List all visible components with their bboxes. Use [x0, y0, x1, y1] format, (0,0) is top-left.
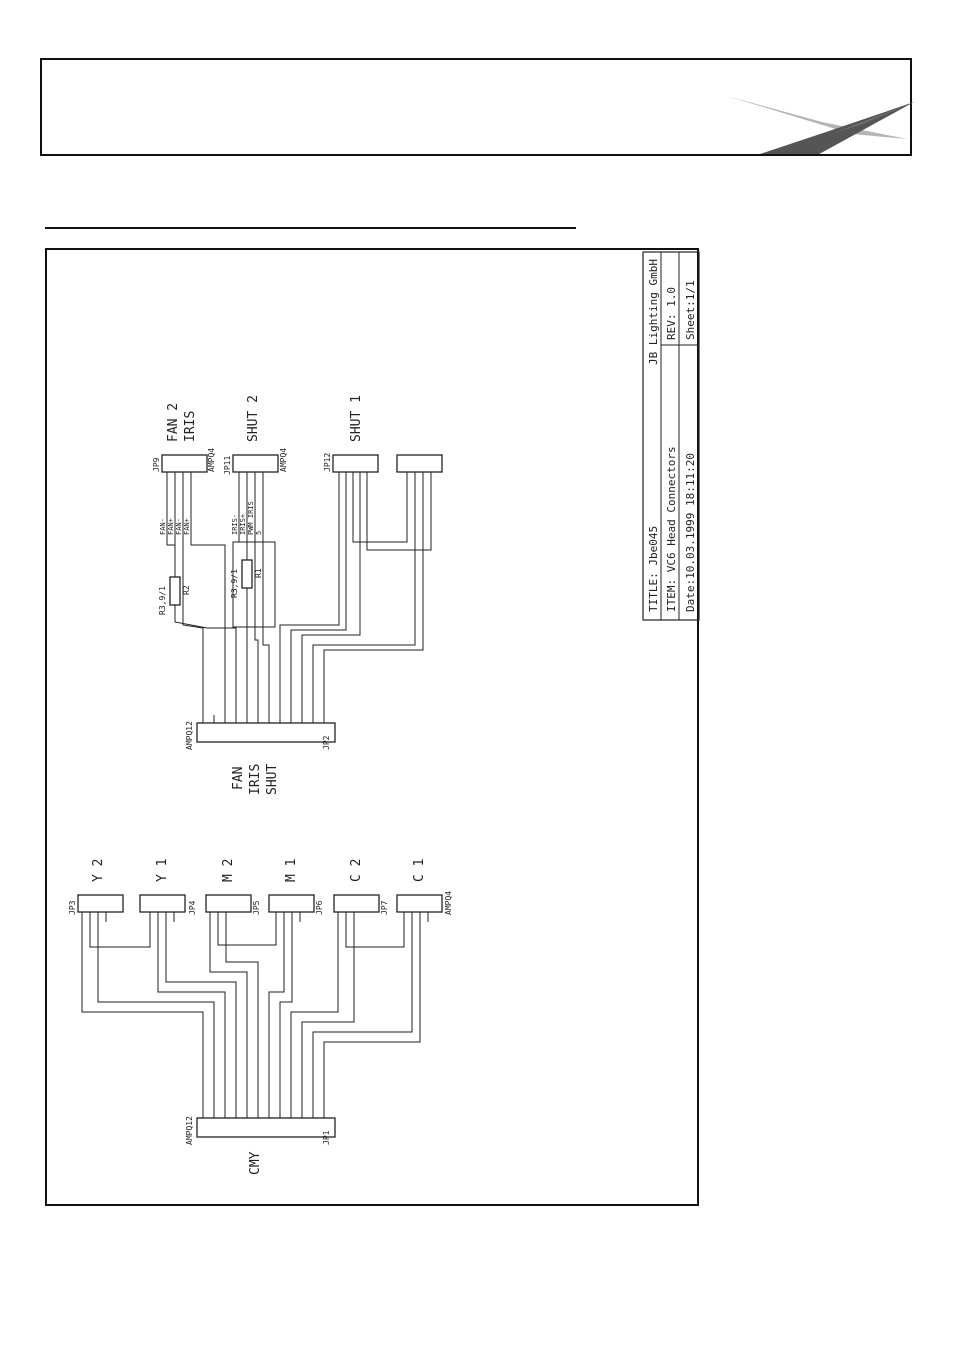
title-block: TITLE: Jbe045 JB Lighting GmbH ITEM: VC6…: [642, 251, 700, 621]
schematic-drawing: TITLE: Jbe045 JB Lighting GmbH ITEM: VC6…: [68, 251, 700, 1175]
header-box: [40, 58, 914, 156]
fan-net-1: FAN-: [159, 518, 167, 535]
fan-ref: JP9: [152, 457, 161, 472]
r2-ref: R2: [182, 585, 191, 595]
title-block-rev: REV: 1.0: [665, 287, 678, 340]
fan-net-2: FAN+: [167, 518, 175, 535]
shut1-connector: [396, 454, 443, 473]
shut-group-label: SHUT: [265, 764, 280, 795]
y1-label: Y 1: [155, 859, 170, 882]
c2-connector: [333, 894, 380, 913]
shut2-ref: JP12: [323, 453, 332, 472]
iris-net-3: PWM_IRIS: [247, 501, 255, 535]
cmy-group-label: CMY: [248, 1151, 263, 1175]
c2-ref: JP7: [380, 900, 389, 915]
c2-label: C 2: [349, 859, 364, 882]
iris-group-label: IRIS: [248, 764, 263, 795]
r1-ref: R1: [254, 568, 263, 578]
iris-net-4: 5: [255, 531, 263, 535]
jp1-pin-stubs: [202, 1108, 325, 1118]
jb-lighting-arrow-logo-icon: [727, 96, 914, 154]
r2-value: R3,9/1: [158, 586, 167, 615]
fan1-connector: [161, 454, 208, 473]
m2-ref: JP5: [252, 900, 261, 915]
m1-label: M 1: [284, 859, 299, 882]
title-block-title: TITLE: Jbe045: [647, 526, 660, 612]
shut2-label: SHUT 1: [349, 395, 364, 442]
fan1-label: FAN 2: [166, 403, 181, 442]
title-block-date: Date:10.03.1999 18:11:20: [684, 453, 697, 612]
section-divider: [45, 227, 576, 229]
fan-type: AMPQ4: [207, 448, 216, 472]
jp2-connector: [196, 722, 336, 743]
r2-resistor: [169, 576, 181, 606]
r1-value: R3,9/1: [230, 569, 239, 598]
fan-group-label: FAN: [231, 767, 246, 790]
jp2-type: AMPQ12: [185, 721, 194, 750]
fan-iris-shut-section: AMPQ12 JP2 FAN IRIS SHUT FAN 2 IRIS JP9 …: [152, 395, 443, 795]
jp1-ref: JP1: [322, 1130, 331, 1145]
m1-connector: [268, 894, 315, 913]
upper-wiring: [166, 472, 432, 715]
shut2-connector: [332, 454, 379, 473]
r1-resistor: [241, 559, 253, 589]
iris-label: SHUT 2: [246, 395, 261, 442]
c1-connector: [396, 894, 443, 913]
fan2-label: IRIS: [183, 411, 198, 442]
iris-connector: [232, 454, 279, 473]
title-block-company: JB Lighting GmbH: [647, 259, 660, 365]
m2-connector: [205, 894, 252, 913]
iris-net-1: IRIS-: [231, 514, 239, 535]
fan-net-3: FAN-: [175, 518, 183, 535]
m2-label: M 2: [221, 859, 236, 882]
cmy-section: AMPQ12 JP1 CMY Y 2 JP3 Y 1 JP4 M 2 JP5 M…: [68, 859, 453, 1175]
y2-ref: JP3: [68, 900, 77, 915]
iris-net-2: IRIS+: [239, 514, 247, 535]
fan-net-4: FAN+: [183, 518, 191, 535]
jp1-type: AMPQ12: [185, 1116, 194, 1145]
jp2-pin-stubs: [202, 715, 325, 723]
y1-ref: JP4: [188, 900, 197, 915]
c1-label: C 1: [412, 859, 427, 882]
title-block-sheet: Sheet:1/1: [684, 280, 697, 340]
iris-type: AMPQ4: [279, 448, 288, 472]
iris-ref: JP11: [223, 456, 232, 475]
title-block-item: ITEM: VC6 Head Connectors: [665, 446, 678, 612]
jp1-connector: [196, 1117, 336, 1138]
cmy-wiring: [81, 912, 429, 1108]
schematic-frame: TITLE: Jbe045 JB Lighting GmbH ITEM: VC6…: [45, 248, 700, 1206]
y2-connector: [77, 894, 124, 913]
c1-type: AMPQ4: [444, 891, 453, 915]
y1-connector: [139, 894, 186, 913]
y2-label: Y 2: [91, 859, 106, 882]
m1-ref: JP6: [315, 900, 324, 915]
jp2-ref: JP2: [322, 735, 331, 750]
